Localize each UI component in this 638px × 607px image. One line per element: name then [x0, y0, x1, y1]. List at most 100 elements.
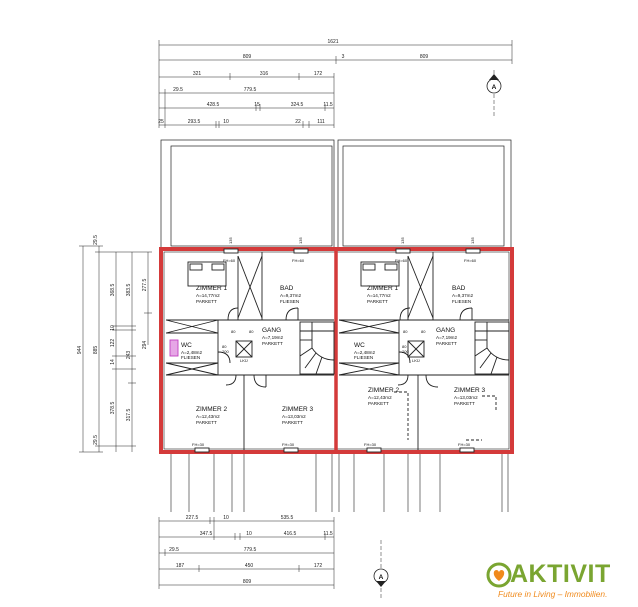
- dim-label: 29.5: [93, 435, 99, 445]
- shaft-label: LKÜ: [240, 358, 248, 363]
- dim-label: 29.5: [173, 87, 183, 93]
- bottom-dimensions: [158, 517, 335, 589]
- sill-label: FH=30: [364, 442, 377, 447]
- dim-label: 378.5: [110, 402, 116, 415]
- top-dimensions: [158, 40, 513, 128]
- room-name: BAD: [280, 285, 294, 292]
- section-marker-label: A: [379, 574, 384, 581]
- left-dimension-labels: 944 29.5 885 29.5 368.5 10 122 14 378.5 …: [77, 235, 148, 445]
- room-floor: PARKETT: [196, 299, 217, 304]
- dim-label: 809: [420, 54, 429, 60]
- room-area: A=13,03m2: [454, 395, 478, 400]
- sill-label: FH=30: [192, 442, 205, 447]
- window-label: 135: [228, 237, 233, 244]
- dim-label: 779.5: [244, 87, 257, 93]
- door-height-label: 200: [222, 349, 229, 354]
- terrace-top: [160, 139, 512, 249]
- sill-label: FH=60: [464, 258, 477, 263]
- dim-label: 25: [158, 119, 164, 125]
- room-area: A=9,37m2: [452, 293, 474, 298]
- dim-label: 779.5: [244, 547, 257, 553]
- sill-label: FH=60: [395, 258, 408, 263]
- dim-label: 416.5: [284, 531, 297, 537]
- dim-label: 317.5: [126, 409, 132, 422]
- dim-label: 10: [246, 531, 252, 537]
- dim-label: 15: [254, 102, 260, 108]
- terrace-bottom: [170, 454, 509, 512]
- dim-label: 172: [314, 71, 323, 77]
- room-name: BAD: [452, 285, 466, 292]
- window-label: 135: [400, 237, 405, 244]
- top-dimension-labels: 1621 809 3 809 321 316 172 29.5 779.5 42…: [158, 39, 428, 125]
- dim-label: 293.5: [188, 119, 201, 125]
- dim-label: 10: [223, 119, 229, 125]
- room-floor: PARKETT: [262, 341, 283, 346]
- dim-label: 122: [110, 339, 116, 348]
- room-name: ZIMMER 3: [454, 387, 485, 394]
- room-area: A=14,77m2: [367, 293, 391, 298]
- dim-label: 3: [342, 54, 345, 60]
- dim-label: 316: [260, 71, 269, 77]
- dim-label: 383.5: [126, 284, 132, 297]
- room-floor: PARKETT: [454, 401, 475, 406]
- dim-label: 29.5: [169, 547, 179, 553]
- room-name: ZIMMER 2: [196, 406, 227, 413]
- section-marker-top: A: [486, 70, 502, 118]
- sill-label: FH=60: [223, 258, 236, 263]
- dim-overall-top: 1621: [327, 39, 338, 45]
- door-label: 80: [402, 344, 407, 349]
- section-marker-label: A: [492, 84, 497, 91]
- dim-label: 227.5: [186, 515, 199, 521]
- room-area: A=2,48m2: [181, 350, 203, 355]
- room-floor: FLIESEN: [280, 299, 299, 304]
- door-label: 80: [421, 329, 426, 334]
- dim-label: 22: [295, 119, 301, 125]
- room-area: A=13,03m2: [282, 414, 306, 419]
- shaft-label: LKÜ: [412, 358, 420, 363]
- door-label: 80: [249, 329, 254, 334]
- dim-label: 172: [314, 563, 323, 569]
- window-label: 135: [298, 237, 303, 244]
- unit-right-labels: ZIMMER 1 A=14,77m2 PARKETT BAD A=9,37m2 …: [354, 237, 485, 447]
- dim-label: 243: [126, 351, 132, 360]
- unit-right: [338, 248, 510, 453]
- sill-label: FH=60: [292, 258, 305, 263]
- room-area: A=7,19m2: [262, 335, 284, 340]
- room-area: A=12,43m2: [368, 395, 392, 400]
- dim-label: 29.5: [93, 235, 99, 245]
- logo-heart-icon: [486, 562, 512, 588]
- dim-label: 324.5: [291, 102, 304, 108]
- dim-overall-bottom: 809: [243, 579, 252, 585]
- dim-label: 347.5: [200, 531, 213, 537]
- unit-left-labels: ZIMMER 1 A=14,77m2 PARKETT BAD A=9,37m2 …: [181, 237, 313, 447]
- dim-label: 111: [317, 119, 325, 125]
- dim-label: 428.5: [207, 102, 220, 108]
- dim-label: 10: [110, 325, 116, 331]
- dim-overall-left: 944: [77, 346, 83, 355]
- room-name: ZIMMER 3: [282, 406, 313, 413]
- dim-label: 14: [110, 359, 116, 365]
- room-floor: FLIESEN: [354, 355, 373, 360]
- room-area: A=7,19m2: [436, 335, 458, 340]
- sill-label: FH=30: [458, 442, 471, 447]
- room-floor: PARKETT: [368, 401, 389, 406]
- room-floor: PARKETT: [196, 420, 217, 425]
- bottom-dimension-labels: 227.5 10 535.5 347.5 10 416.5 11.5 29.5 …: [169, 515, 333, 585]
- dim-label: 321: [193, 71, 202, 77]
- room-area: A=9,37m2: [280, 293, 302, 298]
- room-name: ZIMMER 1: [196, 285, 227, 292]
- room-area: A=2,48m2: [354, 350, 376, 355]
- dim-label: 885: [93, 346, 99, 355]
- door-label: 80: [403, 329, 408, 334]
- dim-label: 277.5: [142, 279, 148, 292]
- left-dimensions: [79, 245, 152, 453]
- section-marker-bottom: A: [373, 540, 389, 600]
- dim-label: 294: [142, 341, 148, 350]
- room-name: WC: [354, 342, 365, 349]
- room-name: GANG: [436, 327, 455, 334]
- room-floor: PARKETT: [367, 299, 388, 304]
- unit-left: [165, 248, 335, 453]
- dim-label: 187: [176, 563, 185, 569]
- dim-label: 535.5: [281, 515, 294, 521]
